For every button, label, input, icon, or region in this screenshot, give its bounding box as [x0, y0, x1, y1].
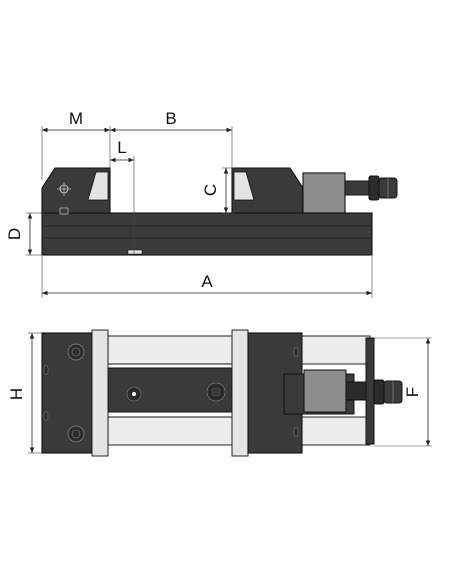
center-bar-hole-3-icon — [211, 387, 221, 397]
base-slot — [127, 249, 143, 255]
dim-label-M: M — [69, 109, 83, 128]
spindle-block-top — [303, 369, 347, 413]
dim-label-F: F — [403, 387, 422, 397]
vise-base-side — [41, 212, 373, 256]
movable-jaw-plate — [233, 171, 255, 201]
spindle-shaft-top — [345, 381, 367, 401]
fixed-jaw-screw-bottom-inner — [71, 429, 81, 439]
movable-jaw-side — [231, 167, 304, 214]
fixed-jaw-plate — [87, 171, 109, 201]
movable-jaw-plate-top — [231, 329, 249, 457]
fixed-jaw-side — [41, 167, 111, 214]
fixed-jaw-slot-bottom — [43, 410, 49, 422]
movable-jaw-slot-bottom — [293, 426, 299, 438]
spindle-nut-side — [368, 175, 380, 201]
fixed-jaw-screw-top-icon — [67, 343, 85, 361]
dim-label-H: H — [7, 388, 26, 400]
fixed-jaw-screw-bottom-icon — [67, 425, 85, 443]
fixed-jaw-slot-top — [43, 364, 49, 376]
spindle-end-plate-top — [365, 337, 375, 445]
dim-label-B: B — [165, 109, 176, 128]
spindle-nut-top — [373, 379, 385, 405]
dim-label-C: C — [201, 184, 220, 196]
fixed-jaw-screw-top-inner — [71, 347, 81, 357]
spindle-shaft-side — [344, 180, 370, 196]
dim-label-D: D — [5, 228, 24, 240]
dim-label-A: A — [201, 272, 213, 291]
side-view: M B L C D A — [5, 109, 398, 298]
fixed-jaw-plate-top — [91, 329, 109, 457]
movable-jaw-slot-top — [293, 346, 299, 358]
dim-label-L: L — [117, 138, 126, 157]
center-bar-hole-dot — [132, 392, 136, 396]
top-view: H F — [7, 329, 432, 457]
fixed-jaw-key — [59, 207, 69, 215]
spindle-block-side — [302, 172, 346, 214]
